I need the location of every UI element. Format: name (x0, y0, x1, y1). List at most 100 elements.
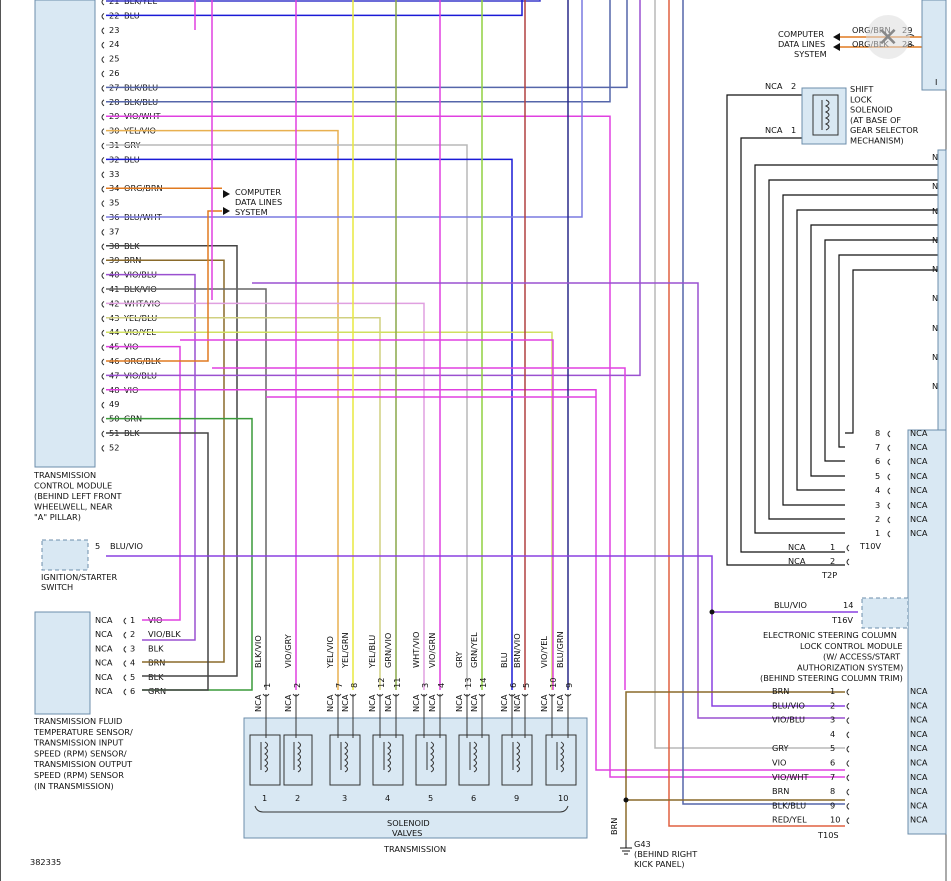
t10s-wire-9: BLK/BLU (772, 800, 806, 810)
trans-nca-5: NCA (512, 694, 522, 712)
ign-pin: 5 (95, 541, 100, 551)
ground-label-3: KICK PANEL) (634, 859, 685, 869)
solenoid-label-6: 6 (471, 793, 476, 803)
cdl-left-label-3: SYSTEM (235, 207, 268, 217)
sensor-label-line-3: TRANSMISSION INPUT (33, 738, 124, 748)
sensor-pin-4: 4 (130, 658, 135, 668)
shift-pin-2: 2 (791, 81, 796, 91)
shift-label-line-2: LOCK (850, 94, 872, 104)
wire-45 (106, 345, 181, 621)
t10s-wire-10: RED/YEL (772, 815, 807, 825)
trans-wire-10: VIO/YEL (539, 636, 549, 668)
trans-pin-11: 11 (392, 678, 402, 688)
t10s-wire-8: BRN (772, 786, 789, 796)
t10s-wire-1: BRN (772, 686, 789, 696)
t10s-nca-1: NCA (910, 686, 928, 696)
trans-nca-7: NCA (325, 694, 335, 712)
wire-nest-1 (754, 164, 946, 534)
shift-label-line-1: SHIFT (850, 84, 874, 94)
valves-label-1: SOLENOID (387, 818, 430, 828)
sensor-pin-5: 5 (130, 672, 135, 682)
trans-pin-5: 5 (521, 683, 531, 688)
wires (106, 0, 946, 855)
sensor-nca-2: NCA (95, 629, 113, 639)
solenoid-9 (501, 734, 533, 786)
t10v-nca-4: NCA (910, 485, 928, 495)
sensor-pin-1: 1 (130, 615, 135, 625)
solenoid-1 (249, 734, 281, 786)
tcm-pin-35: 35 (109, 198, 119, 208)
cdl-right-label-2: DATA LINES (778, 39, 825, 49)
wire-46 (106, 210, 222, 362)
solenoid-5 (415, 734, 447, 786)
sensor-pin-2: 2 (130, 629, 135, 639)
right-module-letter: I (935, 77, 937, 87)
right-edge-n-8: N (932, 352, 938, 362)
t10s-nca-6: NCA (910, 758, 928, 768)
trans-nca-3: NCA (411, 694, 421, 712)
wire-47 (106, 0, 641, 377)
trans-nca-9: NCA (555, 694, 565, 712)
trans-wire-2: VIO/GRY (283, 633, 293, 668)
t2p-nca-1: NCA (788, 542, 806, 552)
wire-36 (106, 0, 583, 218)
t10v-nca-2: NCA (910, 514, 928, 524)
shift-nca-1: NCA (765, 125, 783, 135)
tcm-wire-label-21: BLK/YEL (124, 0, 157, 6)
wire-vio-blu-right (252, 282, 845, 719)
figure-id: 382335 (30, 857, 61, 867)
t10s-nca-10: NCA (910, 815, 928, 825)
shift-label-line-3: SOLENOID (850, 105, 893, 115)
sensor-label-line-2: TEMPERATURE SENSOR/ (33, 727, 133, 737)
sensor-wire-5: BLK (148, 672, 164, 682)
escl-pin: 14 (843, 600, 853, 610)
trans-pin-9: 9 (564, 683, 574, 688)
wire-nest-2 (768, 179, 946, 520)
t10v-pin-7: 7 (875, 442, 880, 452)
t10v-pin-4: 4 (875, 485, 880, 495)
t10s-wire-3: VIO/BLU (772, 715, 805, 725)
ign-wire: BLU/VIO (110, 541, 143, 551)
wire-nest-3 (782, 194, 946, 506)
solenoid-label-1: 1 (262, 793, 267, 803)
t10s-pin-1: 1 (830, 686, 835, 696)
trans-wire-11: GRN/VIO (383, 633, 393, 668)
t10v-nca-5: NCA (910, 471, 928, 481)
trans-nca-8: NCA (340, 694, 350, 712)
escl-label-line-2: LOCK CONTROL MODULE (800, 641, 903, 651)
tcm-label-line-3: (BEHIND LEFT FRONT (34, 491, 122, 501)
t10s-name: T10S (817, 830, 839, 840)
sensor-pin-6: 6 (130, 686, 135, 696)
valves-bracket (254, 805, 569, 813)
tcm-body (34, 0, 96, 468)
tcm-pin-23: 23 (109, 25, 119, 35)
trans-nca-1: NCA (253, 694, 263, 712)
transmission-columns: NCA1BLK/VIONCA2VIO/GRYNCA7YEL/VIONCA8YEL… (253, 631, 574, 738)
t10s-pin-4: 4 (830, 729, 835, 739)
close-button[interactable]: ✕ (866, 15, 910, 59)
tcm-pin-52: 52 (109, 442, 119, 452)
solenoid-6 (458, 734, 490, 786)
t10v-nca-7: NCA (910, 442, 928, 452)
wire-nest-6 (824, 239, 946, 462)
wire-40 (106, 273, 196, 641)
sensor-nca-3: NCA (95, 643, 113, 653)
close-icon[interactable]: ✕ (877, 23, 899, 53)
sensor-label-line-5: TRANSMISSION OUTPUT (33, 759, 133, 769)
tcm-pin-25: 25 (109, 54, 119, 64)
trans-pin-6: 6 (508, 683, 518, 688)
wire-red-yel (668, 0, 845, 827)
t10s-nca-7: NCA (910, 772, 928, 782)
solenoid-label-4: 4 (385, 793, 390, 803)
trans-wire-7: YEL/VIO (325, 636, 335, 669)
cdl-right-label-1: COMPUTER (778, 29, 824, 39)
ground-label-1: G43 (634, 839, 651, 849)
sensor-nca-4: NCA (95, 658, 113, 668)
trans-nca-2: NCA (283, 694, 293, 712)
